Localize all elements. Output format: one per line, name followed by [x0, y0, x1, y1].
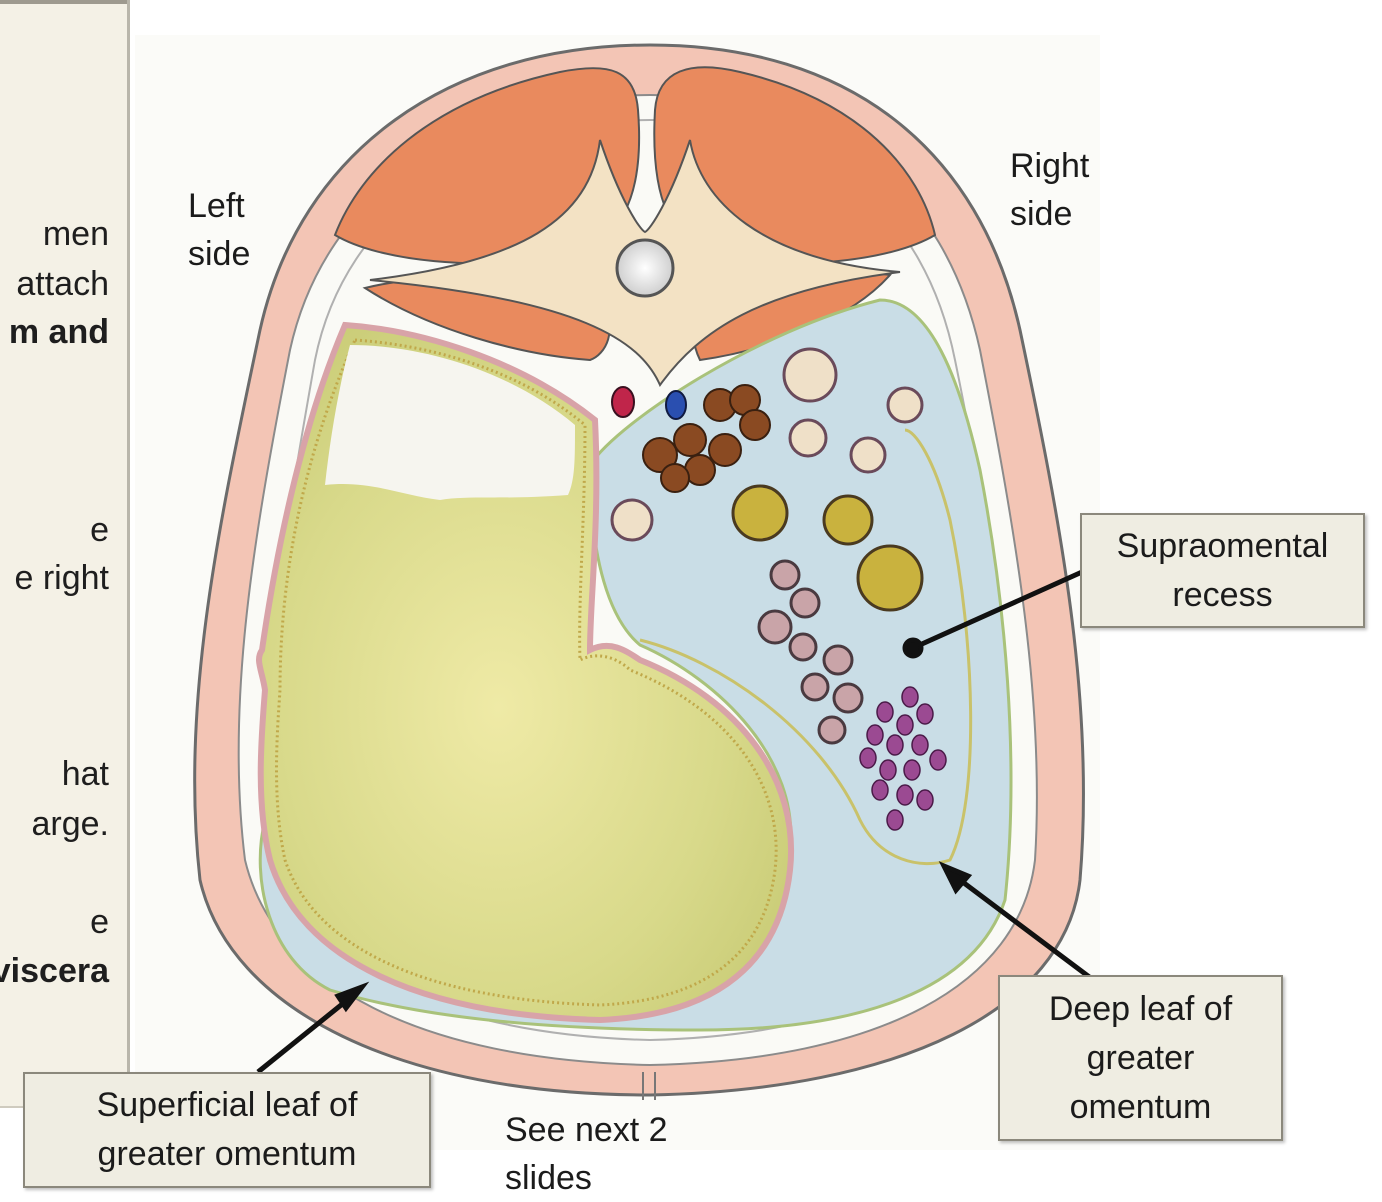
colon-cluster: [642, 384, 771, 493]
side-text-line: arge.: [31, 805, 110, 843]
small-vessel-cluster: [757, 559, 864, 745]
side-text-line: e right: [14, 559, 110, 597]
see-next-slides-label: See next 2 slides: [505, 1111, 668, 1197]
side-text-line: hat: [61, 755, 109, 793]
lymph-node-cluster: [859, 686, 947, 831]
superficial-leaf-callout: Superficial leaf of greater omentum: [23, 1072, 431, 1188]
stomach-gas-bubble: [325, 345, 575, 500]
supraomental-recess-callout: Supraomental recess: [1080, 513, 1365, 628]
side-text-line: m and: [8, 313, 109, 351]
jejunum-loops: [731, 484, 924, 612]
right-side-label: Right side: [1010, 147, 1090, 233]
deep-leaf-text: Deep leaf of greater omentum: [1048, 989, 1233, 1126]
panel-top-edge: [0, 0, 127, 4]
side-text-line: e: [90, 511, 109, 549]
side-text-line: men: [42, 215, 109, 253]
side-text-panel: men attach m and e e right hat arge. e v…: [0, 0, 130, 1108]
side-text-line: viscera: [0, 952, 109, 990]
callout-leader-lines: [256, 569, 1102, 1074]
vena-cava: [665, 390, 687, 420]
supraomental-recess-text: Supraomental recess: [1116, 526, 1329, 614]
parietal-peritoneum: [267, 118, 1009, 1042]
stomach: [256, 321, 795, 1024]
deep-leaf-callout: Deep leaf of greater omentum: [998, 975, 1283, 1141]
side-text-line: e: [90, 903, 109, 941]
spinal-cord: [615, 238, 675, 298]
superficial-leaf-text: Superficial leaf of greater omentum: [96, 1086, 358, 1173]
intestine-loops: [610, 347, 924, 542]
side-text-line: attach: [16, 265, 109, 303]
linea-alba-gap: [642, 1072, 656, 1100]
aorta: [611, 386, 635, 418]
deep-leaf-fold: [639, 428, 973, 866]
left-side-label: Left side: [188, 187, 251, 273]
